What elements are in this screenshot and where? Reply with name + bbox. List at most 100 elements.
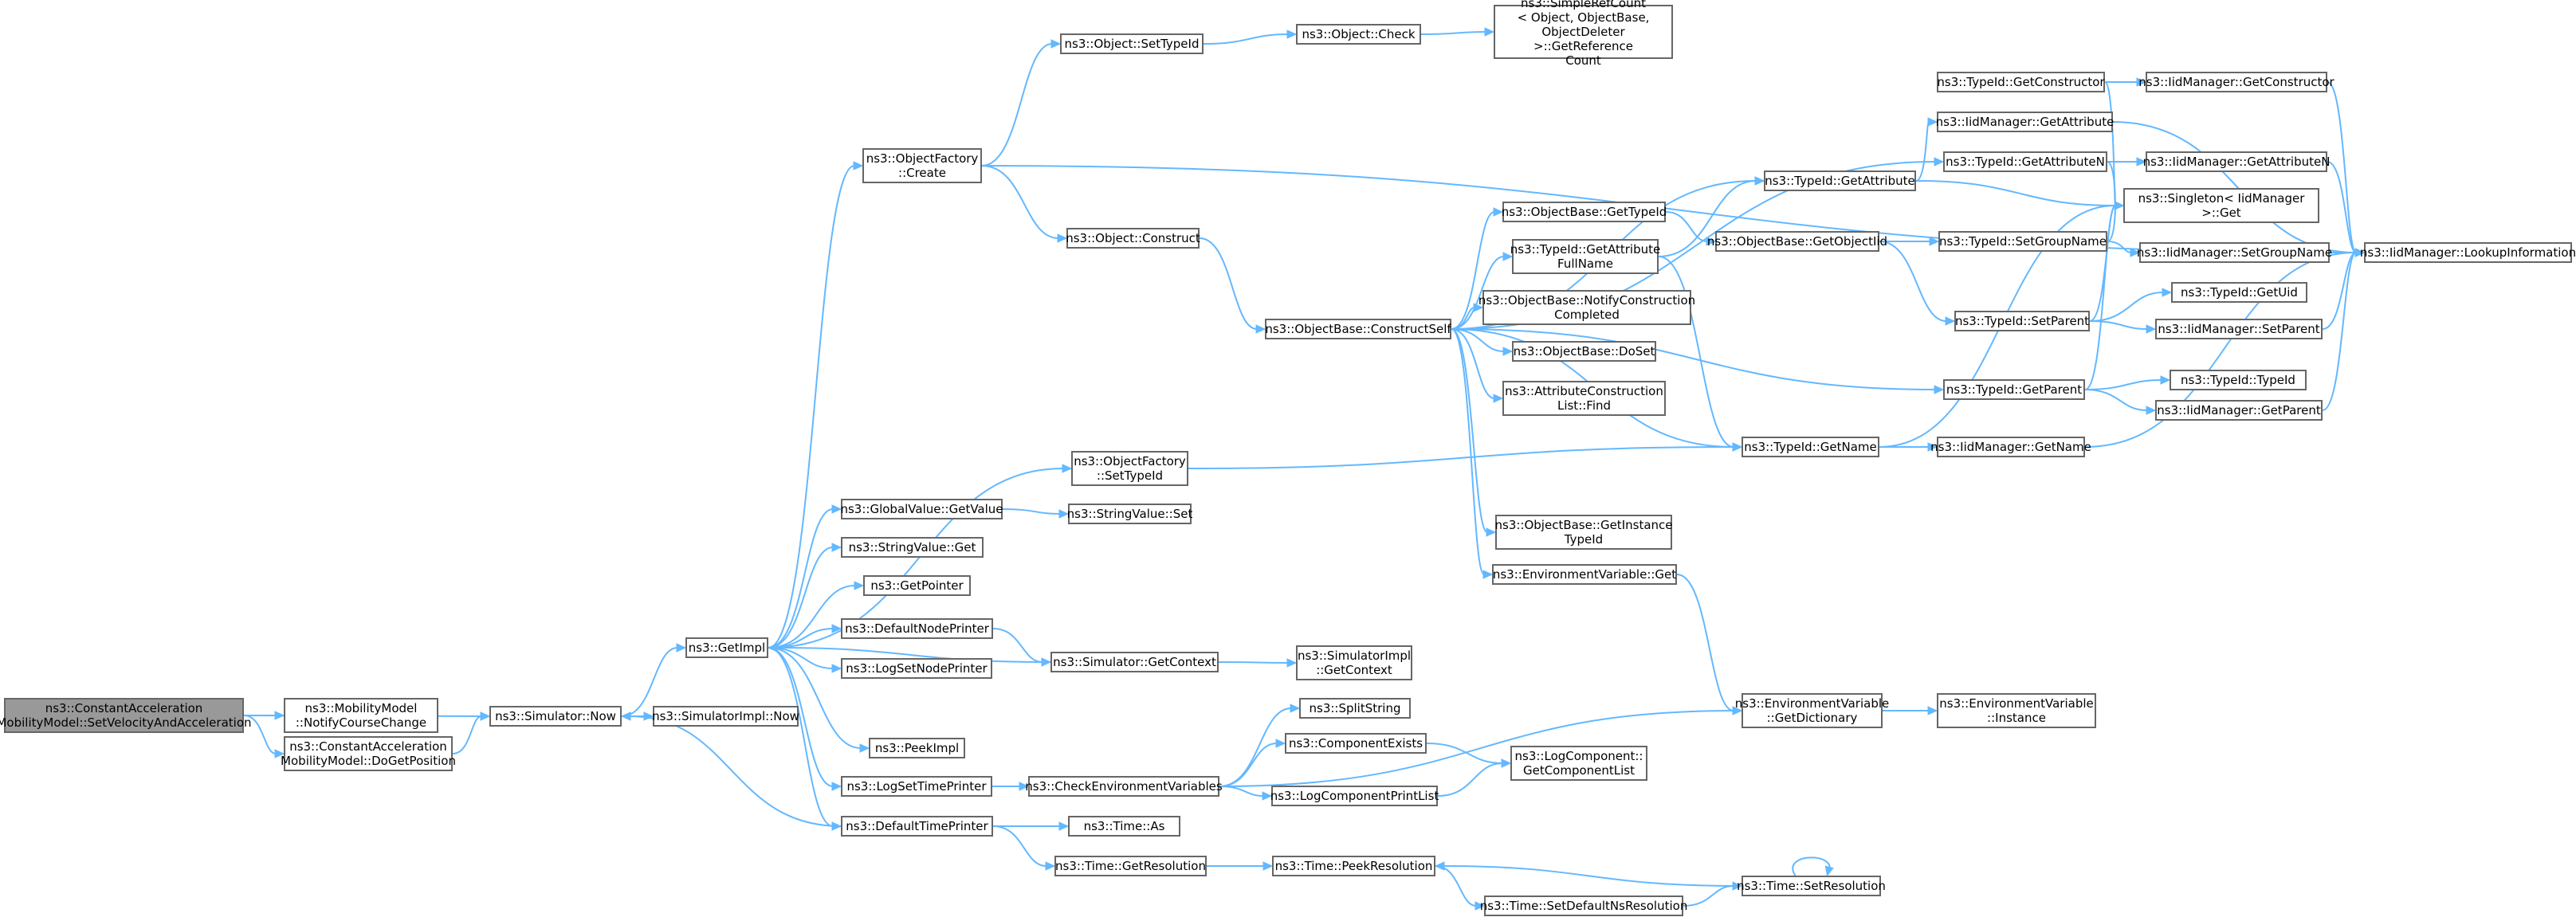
node-gvgetvalue[interactable]: ns3::GlobalValue::GetValue [840,499,1003,519]
node-obgettypeid[interactable]: ns3::ObjectBase::GetTypeId [1502,202,1667,222]
node-obgetobjectiid[interactable]: ns3::ObjectBase::GetObjectIid [1707,231,1887,252]
node-defaultnodeprinter[interactable]: ns3::DefaultNodePrinter [841,618,993,639]
node-typeidgetattributen[interactable]: ns3::TypeId::GetAttributeN [1943,151,2107,172]
node-iidgetattribute[interactable]: ns3::IidManager::GetAttribute [1936,112,2114,132]
node-iidgetattributen[interactable]: ns3::IidManager::GetAttributeN [2143,151,2330,172]
node-componentexists[interactable]: ns3::ComponentExists [1285,733,1427,754]
node-typeidtypeid[interactable]: ns3::TypeId::TypeId [2170,370,2307,390]
edge-getimpl-to-defaulttimeprinter [768,647,834,827]
node-objconstruct[interactable]: ns3::Object::Construct [1066,228,1200,249]
edge-constructself-to-acfind-arrowhead [1493,394,1504,403]
node-ofcreate[interactable]: ns3::ObjectFactory ::Create [862,148,982,183]
edge-constructself-to-obgettypeid-arrowhead [1493,207,1504,217]
edge-simgetcontext-to-simimplgetcontext-arrowhead [1286,658,1298,668]
edge-iidgetname-to-lookupinfo-arrowhead [2354,248,2366,257]
node-logsetnodeprinter[interactable]: ns3::LogSetNodePrinter [841,658,992,679]
node-timepeekresolution[interactable]: ns3::Time::PeekResolution [1272,856,1435,876]
node-typeidgetattrfullname[interactable]: ns3::TypeId::GetAttribute FullName [1510,239,1660,274]
node-iidsetgroupname[interactable]: ns3::IidManager::SetGroupName [2137,242,2332,263]
node-objcheck[interactable]: ns3::Object::Check [1296,24,1421,45]
node-iidsetparent[interactable]: ns3::IidManager::SetParent [2155,319,2323,339]
edge-root-to-dogetpos [243,715,277,754]
node-simimplgetcontext[interactable]: ns3::SimulatorImpl ::GetContext [1296,645,1412,680]
edge-constructself-to-envget-arrowhead [1482,570,1494,579]
node-logsettimeprinter[interactable]: ns3::LogSetTimePrinter [841,776,992,797]
edge-typeidgetattrfullname-to-typeidgetattribute [1658,180,1757,257]
edge-iidgetconstructor-to-lookupinfo [2327,81,2357,253]
edge-typeidgetattrfullname-to-typeidgetattribute-arrowhead [1754,176,1765,186]
node-timesetresolution[interactable]: ns3::Time::SetResolution [1737,876,1886,896]
node-obdoset[interactable]: ns3::ObjectBase::DoSet [1512,341,1656,362]
edge-typeidgetattrfullname-to-typeidgetname [1658,256,1734,448]
node-peekimpl[interactable]: ns3::PeekImpl [869,738,965,758]
edge-objsettypeid-to-objcheck [1203,33,1289,45]
edge-timesetresolution-to-timepeekresolution [1443,865,1742,887]
node-envgetdict[interactable]: ns3::EnvironmentVariable ::GetDictionary [1735,693,1889,728]
node-typeidgetconstructor[interactable]: ns3::TypeId::GetConstructor [1937,72,2105,92]
edge-dogetpos-to-simnow-arrowhead [480,711,491,721]
edge-typeidgetattribute-to-iidgetattribute-arrowhead [1927,117,1938,127]
edge-checkenvvars-to-splitstring-arrowhead [1290,703,1301,713]
edge-getimpl-to-ofcreate [768,165,855,649]
edge-typeidgetparent-to-typeidtypeid-arrowhead [2160,375,2171,385]
edge-defaulttimeprinter-to-simnow-arrowhead [620,711,631,721]
node-getpointer[interactable]: ns3::GetPointer [863,575,971,596]
edge-objcheck-to-simplerefcount [1420,31,1486,35]
node-typeidgetuid[interactable]: ns3::TypeId::GetUid [2171,282,2307,303]
edge-timepeekresolution-to-timesetdefaultns-arrowhead [1475,901,1486,911]
edge-timegetresolution-to-timepeekresolution-arrowhead [1262,861,1274,871]
node-typeidgetname[interactable]: ns3::TypeId::GetName [1742,437,1879,457]
node-timesetdefaultns[interactable]: ns3::Time::SetDefaultNsResolution [1480,896,1687,916]
edge-constructself-to-typeidgetattributen-arrowhead [1934,157,1945,167]
edge-ofcreate-to-objsettypeid-arrowhead [1050,39,1062,49]
edge-componentexists-to-logcomponentlist [1426,743,1503,764]
edge-timesetresolution-to-timepeekresolution-arrowhead [1434,861,1445,871]
edge-dogetpos-to-simnow [452,715,482,754]
node-envget[interactable]: ns3::EnvironmentVariable::Get [1492,564,1677,585]
edge-logcomponentprintlist-to-logcomponentlist-arrowhead [1501,758,1512,768]
node-logcomponentlist[interactable]: ns3::LogComponent:: GetComponentList [1510,746,1647,781]
node-singleton[interactable]: ns3::Singleton< IidManager >::Get [2123,188,2319,223]
edge-simgetcontext-to-getimpl [776,647,1051,663]
node-checkenvvars[interactable]: ns3::CheckEnvironmentVariables [1025,776,1223,797]
edge-defaulttimeprinter-to-timegetresolution [992,825,1047,867]
node-typeidsetparent[interactable]: ns3::TypeId::SetParent [1954,311,2090,331]
node-simimplnow[interactable]: ns3::SimulatorImpl::Now [652,706,799,727]
node-iidgetname[interactable]: ns3::IidManager::GetName [1930,437,2091,457]
node-typeidgetparent[interactable]: ns3::TypeId::GetParent [1943,379,2085,400]
node-ofsettypeid[interactable]: ns3::ObjectFactory ::SetTypeId [1071,451,1188,486]
edge-objconstruct-to-constructself [1199,237,1258,330]
node-simplerefcount[interactable]: ns3::SimpleRefCount < Object, ObjectBase… [1494,0,1673,68]
node-svget[interactable]: ns3::StringValue::Get [841,537,984,558]
node-constructself[interactable]: ns3::ObjectBase::ConstructSelf [1265,319,1451,339]
node-iidgetparent[interactable]: ns3::IidManager::GetParent [2155,400,2323,421]
edge-typeidgetparent-to-singleton [2084,205,2116,390]
node-obnotifycc[interactable]: ns3::ObjectBase::NotifyConstruction Comp… [1478,290,1695,325]
node-lookupinfo[interactable]: ns3::IidManager::LookupInformation [2360,242,2576,263]
node-root[interactable]: ns3::ConstantAcceleration MobilityModel:… [0,698,252,733]
node-defaulttimeprinter[interactable]: ns3::DefaultTimePrinter [841,816,993,837]
edge-iidgetattributen-to-lookupinfo [2327,161,2357,253]
node-splitstring[interactable]: ns3::SplitString [1299,698,1411,719]
edge-gvgetvalue-to-svset [1002,508,1061,515]
node-obgetinstancetypeid[interactable]: ns3::ObjectBase::GetInstance TypeId [1495,515,1673,550]
node-logcomponentprintlist[interactable]: ns3::LogComponentPrintList [1270,786,1439,806]
node-acfind[interactable]: ns3::AttributeConstruction List::Find [1502,381,1666,416]
node-timeas[interactable]: ns3::Time::As [1068,816,1180,837]
node-envinstance[interactable]: ns3::EnvironmentVariable ::Instance [1937,693,2096,728]
node-typeidsetgroupname[interactable]: ns3::TypeId::SetGroupName [1938,231,2107,252]
node-simnow[interactable]: ns3::Simulator::Now [489,706,622,727]
node-timegetresolution[interactable]: ns3::Time::GetResolution [1054,856,1207,876]
node-typeidgetattribute[interactable]: ns3::TypeId::GetAttribute [1764,170,1916,191]
edge-constructself-to-acfind [1451,328,1495,399]
node-simgetcontext[interactable]: ns3::Simulator::GetContext [1050,652,1219,672]
edge-typeidsetgroupname-to-iidsetgroupname [2107,241,2132,253]
node-getimpl[interactable]: ns3::GetImpl [685,637,768,658]
node-dogetpos[interactable]: ns3::ConstantAcceleration MobilityModel:… [281,736,456,771]
node-notify[interactable]: ns3::MobilityModel ::NotifyCourseChange [284,698,438,733]
node-objsettypeid[interactable]: ns3::Object::SetTypeId [1060,33,1204,54]
edge-defaultnodeprinter-to-simgetcontext [992,628,1043,663]
node-svset[interactable]: ns3::StringValue::Set [1067,504,1192,524]
node-iidgetconstructor[interactable]: ns3::IidManager::GetConstructor [2138,72,2334,92]
edge-logsettimeprinter-to-checkenvvars-arrowhead [1019,782,1030,791]
